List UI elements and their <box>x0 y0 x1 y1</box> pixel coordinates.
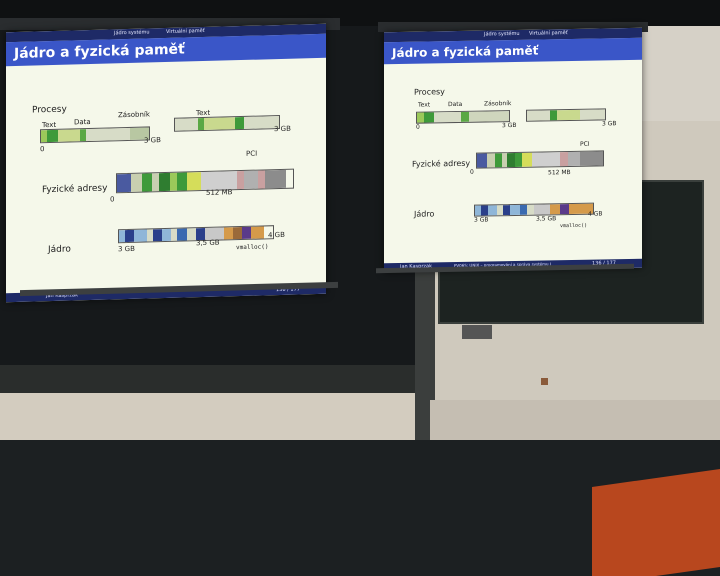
stack-label: Zásobník <box>118 110 150 120</box>
right-upper-wall <box>640 26 720 121</box>
physical-addresses-label: Fyzické adresy <box>412 158 471 169</box>
kernel-4gb-label: 4 GB <box>268 230 285 240</box>
slide-title: Jádro a fyzická paměť <box>392 43 539 61</box>
physical-memory-bar <box>116 168 294 194</box>
kernel-label: Jádro <box>414 209 435 219</box>
kernel-label: Jádro <box>48 244 71 256</box>
kernel-35gb-label: 3,5 GB <box>196 238 220 248</box>
text-label: Text <box>418 101 431 109</box>
data-label: Data <box>74 117 91 127</box>
zero-label-2: 0 <box>470 168 474 176</box>
kernel-3gb-label: 3 GB <box>118 244 135 254</box>
gb3-label-2: 3 GB <box>602 120 617 128</box>
tab-virtual-memory: Virtuální paměť <box>529 30 568 37</box>
tab-virtual-memory: Virtuální paměť <box>166 27 205 35</box>
mb512-label: 512 MB <box>548 168 571 177</box>
right-projection-screen: Jádro systému Virtuální paměť Jádro a fy… <box>384 27 642 273</box>
tab-kernel: Jádro systému <box>484 30 520 38</box>
processes-label: Procesy <box>414 87 445 97</box>
data-label: Data <box>448 100 463 109</box>
process-2-bar <box>174 115 280 132</box>
process-1-bar <box>40 126 150 144</box>
wall-bracket <box>462 325 492 339</box>
process-2-bar <box>526 108 606 122</box>
vmalloc-label: vmalloc() <box>560 222 588 230</box>
physical-addresses-label: Fyzické adresy <box>42 183 108 196</box>
left-projection-screen: Jádro systému Virtuální paměť Jádro a fy… <box>6 23 326 303</box>
slide-title-bar: Jádro a fyzická paměť <box>384 37 642 65</box>
right-screen-rail <box>378 22 648 32</box>
floor-right <box>430 400 720 440</box>
zero-label-1: 0 <box>40 145 45 154</box>
vmalloc-label: vmalloc() <box>236 243 269 252</box>
slide-title: Jádro a fyzická paměť <box>14 41 185 62</box>
pci-label: PCI <box>580 140 590 148</box>
bench <box>592 469 720 576</box>
processes-label: Procesy <box>32 104 67 116</box>
kernel-3gb-label: 3 GB <box>474 216 489 224</box>
zero-label-1: 0 <box>416 123 420 131</box>
process-1-bar <box>416 110 510 124</box>
gb3-label-2: 3 GB <box>274 124 291 134</box>
lower-wall-shadow <box>0 365 430 393</box>
wall-outlet <box>541 378 548 385</box>
physical-memory-bar <box>476 150 604 169</box>
kernel-4gb-label: 4 GB <box>588 210 603 218</box>
mb512-label: 512 MB <box>206 188 233 197</box>
stack-label: Zásobník <box>484 100 512 108</box>
kernel-bar <box>474 202 594 217</box>
gb3-label-1: 3 GB <box>144 136 161 145</box>
tab-kernel: Jádro systému <box>114 29 150 37</box>
pci-label: PCI <box>246 149 258 158</box>
zero-label-2: 0 <box>110 195 115 204</box>
gb3-label-1: 3 GB <box>502 121 517 130</box>
kernel-35gb-label: 3,5 GB <box>536 215 557 223</box>
